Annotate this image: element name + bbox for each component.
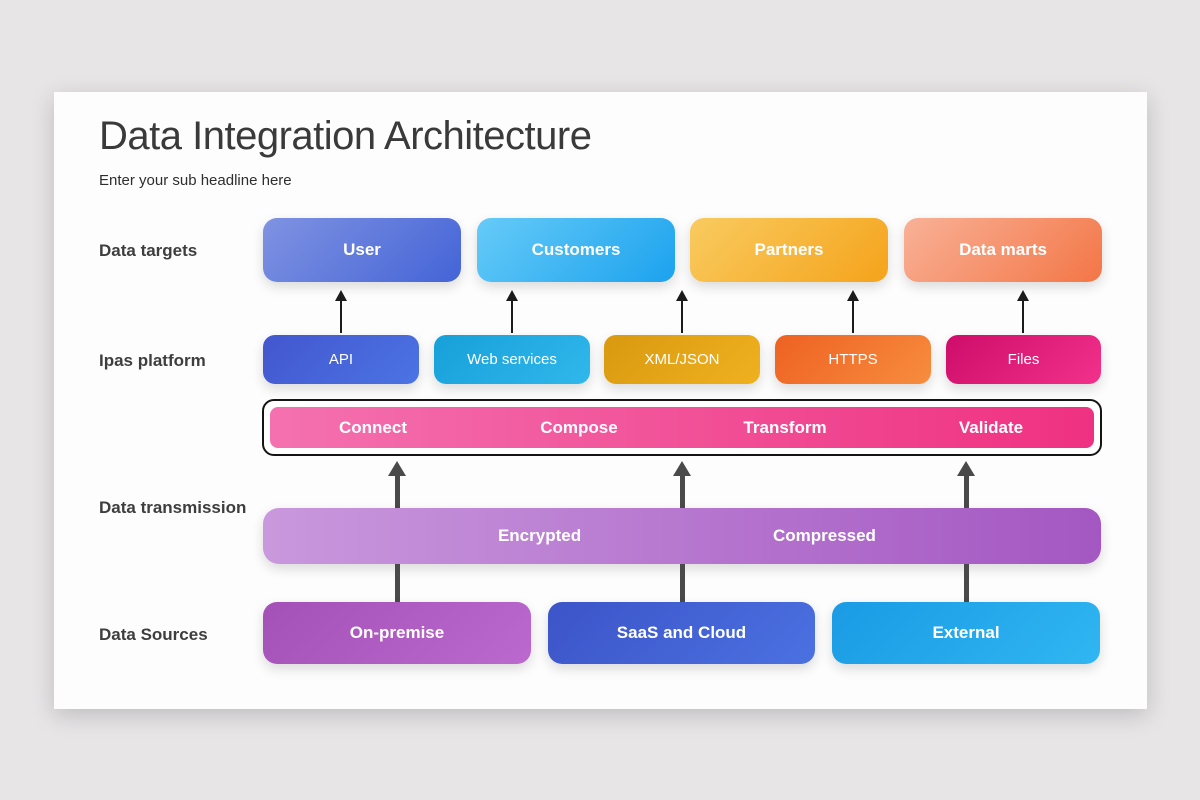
line-external-to-transmission (964, 564, 969, 603)
arrowhead-icon (847, 290, 859, 301)
box-partners: Partners (690, 218, 888, 282)
box-data-marts-label: Data marts (959, 240, 1047, 259)
transmission-label-compressed: Compressed (772, 526, 876, 545)
up-arrow-saas-to-pipeline (673, 461, 691, 508)
row-label-data-transmission: Data transmission (99, 498, 247, 517)
box-https-label: HTTPS (828, 351, 878, 368)
box-data-marts: Data marts (904, 218, 1102, 282)
arrow-shaft (681, 299, 683, 333)
box-customers: Customers (477, 218, 675, 282)
box-files: Files (946, 335, 1101, 384)
box-saas-and-cloud-label: SaaS and Cloud (616, 623, 747, 642)
pipeline-bar: Connect Compose Transform Validate (270, 407, 1094, 448)
line-onpremise-to-transmission (395, 564, 400, 603)
box-api-label: API (328, 351, 354, 368)
arrowhead-icon (673, 461, 691, 476)
arrow-shaft (1022, 299, 1024, 333)
box-external-label: External (932, 623, 1000, 642)
box-on-premise: On-premise (263, 602, 531, 664)
box-user: User (263, 218, 461, 282)
arrow-shaft (511, 299, 513, 333)
pipeline-step-transform: Transform (743, 417, 827, 437)
arrow-shaft (964, 473, 969, 508)
box-customers-label: Customers (531, 240, 621, 259)
transmission-label-encrypted: Encrypted (497, 526, 582, 545)
box-partners-label: Partners (754, 240, 824, 259)
arrowhead-icon (957, 461, 975, 476)
arrowhead-icon (676, 290, 688, 301)
arrow-shaft (852, 299, 854, 333)
up-arrow-files-to-datamarts (1017, 290, 1029, 333)
arrowhead-icon (1017, 290, 1029, 301)
arrow-shaft (680, 473, 685, 508)
box-saas-and-cloud: SaaS and Cloud (548, 602, 815, 664)
box-user-label: User (343, 240, 381, 259)
box-api: API (263, 335, 419, 384)
up-arrow-external-to-pipeline (957, 461, 975, 508)
up-arrow-xmljson-to-partners (676, 290, 688, 333)
up-arrow-onpremise-to-pipeline (388, 461, 406, 508)
arrowhead-icon (335, 290, 347, 301)
box-web-services: Web services (434, 335, 590, 384)
arrowhead-icon (506, 290, 518, 301)
box-xml-json: XML/JSON (604, 335, 760, 384)
row-label-data-targets: Data targets (99, 241, 198, 260)
up-arrow-api-to-user (335, 290, 347, 333)
transmission-bar: Encrypted Compressed (263, 508, 1101, 564)
up-arrow-https-to-partners (847, 290, 859, 333)
line-saas-to-transmission (680, 564, 685, 603)
arrow-shaft (395, 473, 400, 508)
row-label-data-sources: Data Sources (99, 625, 208, 644)
page-subtitle: Enter your sub headline here (99, 172, 292, 189)
up-arrow-webservices-to-customers (506, 290, 518, 333)
page-title: Data Integration Architecture (99, 114, 592, 158)
pipeline-step-compose: Compose (540, 417, 618, 437)
box-web-services-label: Web services (467, 351, 557, 368)
arrow-shaft (340, 299, 342, 333)
box-external: External (832, 602, 1100, 664)
pipeline-step-connect: Connect (339, 417, 407, 437)
box-https: HTTPS (775, 335, 931, 384)
box-files-label: Files (1007, 351, 1040, 368)
arrowhead-icon (388, 461, 406, 476)
row-label-ipas-platform: Ipas platform (99, 351, 206, 370)
box-on-premise-label: On-premise (349, 623, 445, 642)
box-xml-json-label: XML/JSON (644, 351, 720, 368)
pipeline-step-validate: Validate (958, 417, 1024, 437)
slide-card: Data Integration Architecture Enter your… (54, 92, 1147, 709)
pipeline-frame: Connect Compose Transform Validate (262, 399, 1102, 456)
